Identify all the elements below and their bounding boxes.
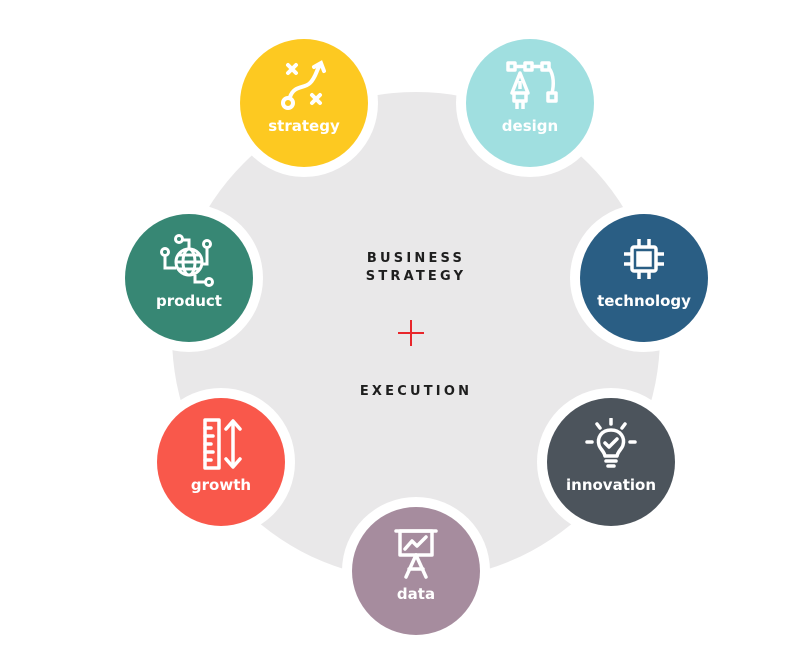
node-data-label: data [396,585,436,603]
node-innovation: innovation [537,388,685,536]
pen-bezier-icon [506,61,558,109]
ruler-arrow-icon [203,418,242,470]
plus-icon [398,320,424,346]
chip-icon [624,239,664,279]
node-growth: growth [147,388,295,536]
center-title-line-1: BUSINESS [366,251,466,266]
center-title-line-2: STRATEGY [365,269,467,284]
node-growth-circle: growth [157,398,285,526]
node-innovation-circle: innovation [547,398,675,526]
node-data-circle: data [352,507,480,635]
node-strategy-circle: strategy [240,39,368,167]
node-technology-label: technology [597,292,691,310]
node-design: design [456,29,604,177]
node-strategy-label: strategy [268,117,340,135]
lightbulb-check-icon [585,418,637,468]
node-strategy: strategy [230,29,378,177]
node-design-circle: design [466,39,594,167]
strategy-play-icon [281,60,326,110]
node-innovation-label: innovation [566,476,656,494]
presentation-chart-icon [394,529,438,579]
globe-network-icon [160,234,214,287]
node-product-label: product [156,292,222,310]
node-design-label: design [501,117,559,135]
node-product-circle: product [125,214,253,342]
node-technology-circle: technology [580,214,708,342]
node-technology: technology [570,204,718,352]
node-growth-label: growth [190,476,252,494]
center-title-line-3: EXECUTION [359,384,473,399]
node-product: product [115,204,263,352]
node-data: data [342,497,490,645]
